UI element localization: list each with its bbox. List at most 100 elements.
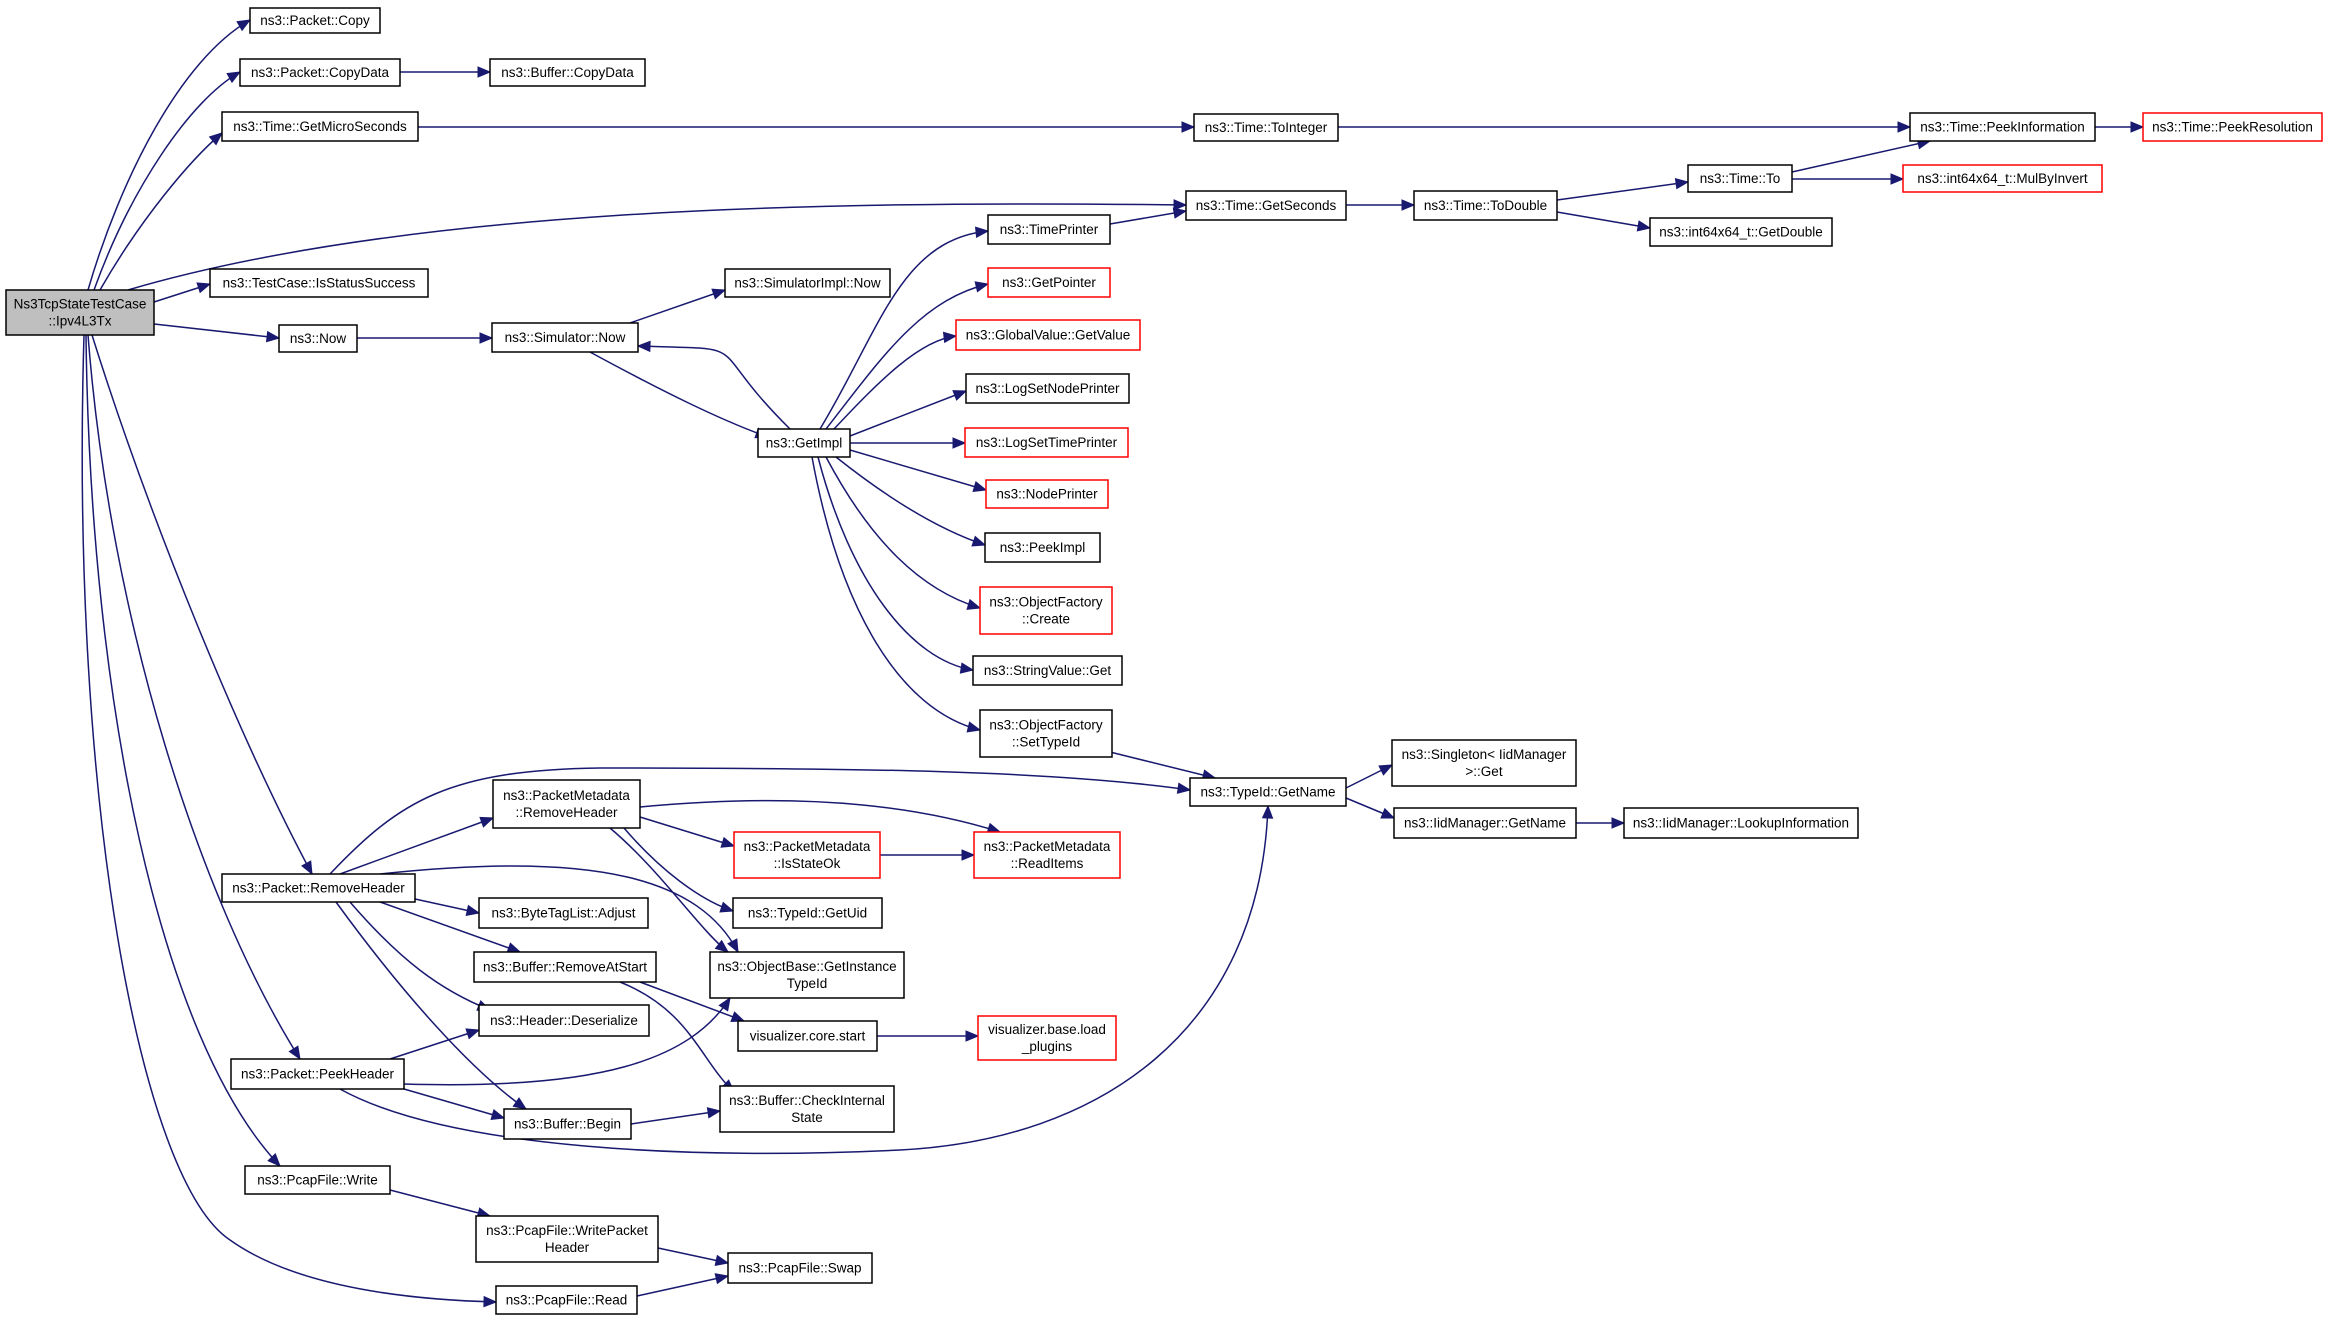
node-of-create[interactable]: ns3::ObjectFactory::Create <box>979 586 1113 635</box>
arrowhead-icon <box>512 1097 528 1110</box>
node-time-getmicro[interactable]: ns3::Time::GetMicroSeconds <box>221 111 419 142</box>
edge-pkt_peekheader-to-typeid_getname <box>339 804 1274 1155</box>
node-getpointer[interactable]: ns3::GetPointer <box>987 267 1111 298</box>
node-time-peekinfo[interactable]: ns3::Time::PeekInformation <box>1909 112 2096 142</box>
node-pm-removeheader[interactable]: ns3::PacketMetadata::RemoveHeader <box>492 779 641 829</box>
edge-line <box>589 351 769 438</box>
node-box <box>1391 739 1577 787</box>
arrowhead-icon <box>711 288 727 300</box>
node-label: ns3::Packet::PeekHeader <box>241 1067 395 1082</box>
node-typeid-getuid[interactable]: ns3::TypeId::GetUid <box>732 897 883 929</box>
edge-iid_getname-to-iid_lookupinfo <box>1576 817 1626 829</box>
edge-getimpl-to-sim_now <box>636 340 791 430</box>
node-label: ns3::PcapFile::Write <box>257 1173 378 1188</box>
node-pkt-copydata[interactable]: ns3::Packet::CopyData <box>239 58 401 87</box>
edge-getimpl-to-of_create <box>825 456 982 610</box>
edge-line <box>1109 751 1216 779</box>
edge-pkt_copydata-to-buf_copydata <box>400 66 492 78</box>
node-time-tointeger[interactable]: ns3::Time::ToInteger <box>1193 113 1339 142</box>
edge-pkt_removeheader-to-objbase_getinstance <box>379 865 739 954</box>
edge-line <box>639 799 1001 833</box>
node-vis-core-start[interactable]: visualizer.core.start <box>737 1020 878 1052</box>
arrowhead-icon <box>490 1108 506 1121</box>
node-mulbyinvert[interactable]: ns3::int64x64_t::MulByInvert <box>1902 164 2103 193</box>
edge-getimpl-to-gv_getvalue <box>833 331 958 430</box>
node-singleton-get[interactable]: ns3::Singleton< IidManager >::Get <box>1391 739 1577 787</box>
node-label: ns3::Buffer::Begin <box>514 1117 621 1132</box>
arrowhead-icon <box>288 1045 301 1061</box>
node-time-todouble[interactable]: ns3::Time::ToDouble <box>1413 190 1558 221</box>
node-header-deserialize[interactable]: ns3::Header::Deserialize <box>478 1004 650 1037</box>
node-pkt-removeheader[interactable]: ns3::Packet::RemoveHeader <box>221 873 416 903</box>
node-box <box>733 831 881 879</box>
node-label: Ns3TcpStateTestCase <box>14 297 147 312</box>
nodes-layer: Ns3TcpStateTestCase::Ipv4L3Txns3::Packet… <box>5 7 2323 1315</box>
node-label: ns3::PeekImpl <box>1000 540 1086 555</box>
node-pkt-copy[interactable]: ns3::Packet::Copy <box>249 7 381 34</box>
edge-root-to-pkt_copy <box>87 19 252 291</box>
node-box <box>478 1004 650 1037</box>
node-buf-begin[interactable]: ns3::Buffer::Begin <box>503 1108 632 1140</box>
node-peekimpl[interactable]: ns3::PeekImpl <box>984 532 1101 563</box>
node-label: ns3::Packet::RemoveHeader <box>232 881 405 896</box>
node-isstatussuccess[interactable]: ns3::TestCase::IsStatusSuccess <box>209 268 429 298</box>
node-box <box>979 709 1113 758</box>
edge-pkt_removeheader-to-typeid_getname <box>329 767 1192 875</box>
arrowhead-icon <box>952 437 967 449</box>
node-stringvalue-get[interactable]: ns3::StringValue::Get <box>972 655 1123 686</box>
node-iid-lookupinfo[interactable]: ns3::IidManager::LookupInformation <box>1623 807 1859 839</box>
node-logsettimeprinter[interactable]: ns3::LogSetTimePrinter <box>964 427 1129 458</box>
edge-pm_removeheader-to-pm_readitems <box>639 799 1002 834</box>
node-label: ns3::TimePrinter <box>1000 222 1099 237</box>
node-pm-isstateok[interactable]: ns3::PacketMetadata::IsStateOk <box>733 831 881 879</box>
node-sim-now[interactable]: ns3::Simulator::Now <box>491 322 639 353</box>
node-pcap-write[interactable]: ns3::PcapFile::Write <box>244 1165 391 1195</box>
node-logsetnodeprinter[interactable]: ns3::LogSetNodePrinter <box>965 373 1130 404</box>
node-gv-getvalue[interactable]: ns3::GlobalValue::GetValue <box>955 319 1141 351</box>
node-root[interactable]: Ns3TcpStateTestCase::Ipv4L3Tx <box>5 289 155 336</box>
edge-line <box>329 767 1191 875</box>
node-label: ns3::Time::ToInteger <box>1205 120 1328 135</box>
edge-time_tointeger-to-time_peekinfo <box>1338 121 1912 133</box>
node-label: ns3::PcapFile::Read <box>506 1293 628 1308</box>
node-buf-removeatstart[interactable]: ns3::Buffer::RemoveAtStart <box>473 951 657 983</box>
node-nodeprinter[interactable]: ns3::NodePrinter <box>985 479 1109 509</box>
node-buf-copydata[interactable]: ns3::Buffer::CopyData <box>489 58 646 87</box>
node-simimpl-now[interactable]: ns3::SimulatorImpl::Now <box>724 268 891 298</box>
node-pkt-peekheader[interactable]: ns3::Packet::PeekHeader <box>230 1058 405 1090</box>
node-iid-getname[interactable]: ns3::IidManager::GetName <box>1393 807 1577 839</box>
node-pcap-swap[interactable]: ns3::PcapFile::Swap <box>727 1252 873 1284</box>
edge-line <box>379 901 521 953</box>
edge-pm_isstateok-to-pm_readitems <box>880 849 976 861</box>
node-getdouble[interactable]: ns3::int64x64_t::GetDouble <box>1649 217 1833 247</box>
node-box <box>489 58 646 87</box>
node-label: State <box>791 1110 823 1125</box>
node-of-settypeid[interactable]: ns3::ObjectFactory::SetTypeId <box>979 709 1113 758</box>
edge-pcap_read-to-pcap_swap <box>636 1273 730 1297</box>
arrowhead-icon <box>974 226 990 238</box>
node-time-peekres[interactable]: ns3::Time::PeekResolution <box>2142 112 2323 142</box>
node-bytetaglist-adjust[interactable]: ns3::ByteTagList::Adjust <box>478 897 649 929</box>
arrowhead-icon <box>208 132 223 146</box>
edge-pkt_peekheader-to-header_deserialize <box>389 1028 481 1060</box>
node-vis-base-load[interactable]: visualizer.base.load_plugins <box>977 1015 1117 1061</box>
node-pm-readitems[interactable]: ns3::PacketMetadata::ReadItems <box>973 831 1121 879</box>
edge-line <box>637 345 791 430</box>
node-time-to[interactable]: ns3::Time::To <box>1687 164 1793 193</box>
node-label: visualizer.core.start <box>750 1029 866 1044</box>
node-time-getseconds[interactable]: ns3::Time::GetSeconds <box>1185 190 1347 221</box>
edge-root-to-pcap_write <box>85 334 281 1167</box>
node-getimpl[interactable]: ns3::GetImpl <box>757 428 851 458</box>
node-typeid-getname[interactable]: ns3::TypeId::GetName <box>1189 777 1347 807</box>
edge-buf_removeatstart-to-vis_core_start <box>639 981 746 1022</box>
node-timeprinter[interactable]: ns3::TimePrinter <box>987 214 1111 245</box>
node-pcap-read[interactable]: ns3::PcapFile::Read <box>495 1285 638 1315</box>
node-box <box>757 428 851 458</box>
edge-pkt_removeheader-to-buf_begin <box>335 901 528 1110</box>
node-box <box>278 324 358 353</box>
node-ns3-now[interactable]: ns3::Now <box>278 324 358 353</box>
edge-line <box>93 71 241 291</box>
